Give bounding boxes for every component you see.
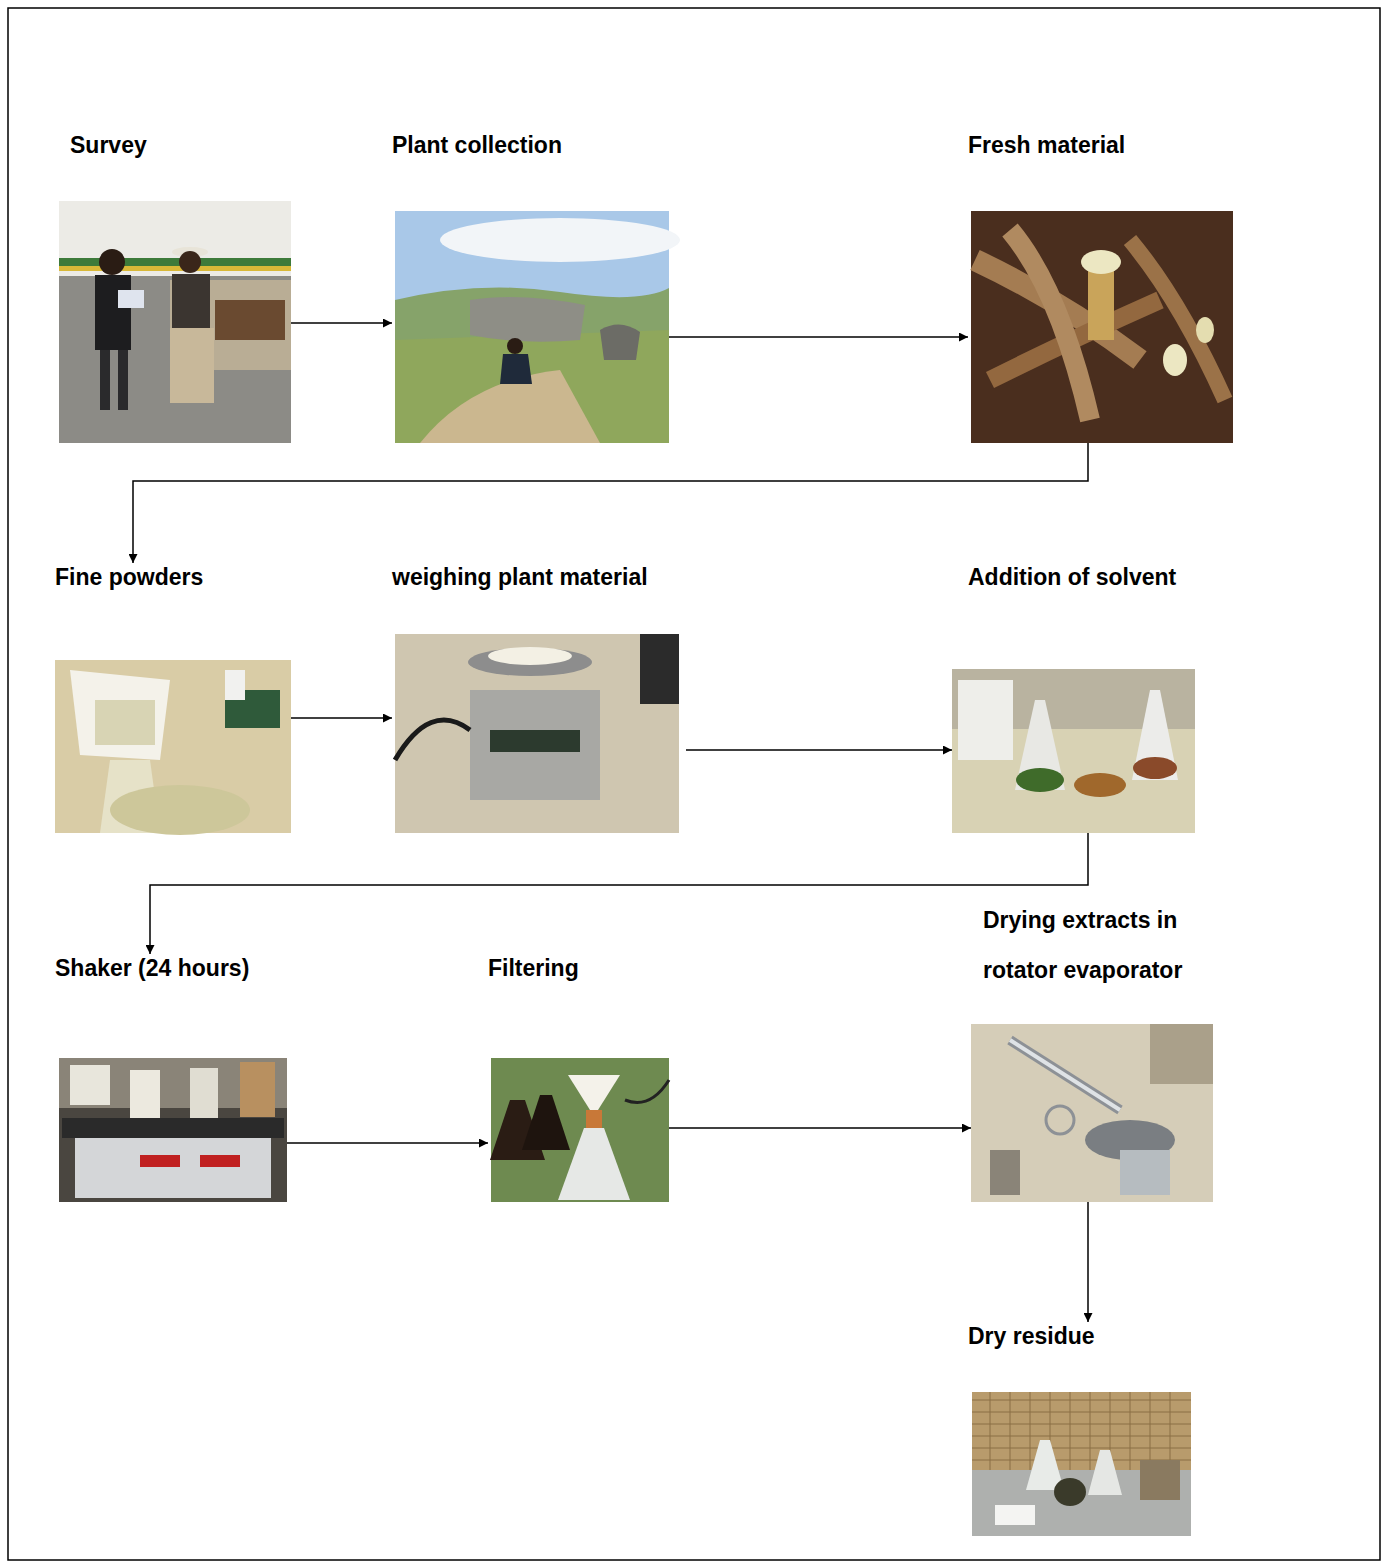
plant-collection-photo bbox=[395, 211, 680, 443]
solvent-flasks-photo bbox=[952, 669, 1195, 833]
flow-arrow bbox=[291, 322, 392, 324]
flow-arrow bbox=[133, 443, 1088, 563]
photo-step: Shaker (24 hours) bbox=[55, 954, 287, 1202]
filtering-photo bbox=[490, 1058, 669, 1202]
step-heading: Plant collection bbox=[392, 131, 669, 159]
step-heading: Addition of solvent bbox=[968, 563, 1195, 591]
photo-step: Survey bbox=[59, 131, 291, 443]
photo-step: Drying extracts in rotator evaporator bbox=[971, 895, 1213, 1202]
step-heading: Shaker (24 hours) bbox=[55, 954, 287, 982]
shaker-photo bbox=[59, 1058, 287, 1202]
outer-frame bbox=[8, 8, 1380, 1560]
step-heading: Fresh material bbox=[968, 131, 1233, 159]
flow-arrow bbox=[291, 717, 392, 719]
photo-step: Plant collection bbox=[392, 131, 669, 443]
photo-step: Fine powders bbox=[55, 563, 291, 833]
flow-arrow bbox=[669, 1127, 971, 1129]
step-heading: Dry residue bbox=[968, 1322, 1191, 1350]
dry-residue-photo bbox=[972, 1392, 1191, 1536]
step-heading: weighing plant material bbox=[392, 563, 686, 591]
flow-arrow bbox=[1087, 1202, 1089, 1322]
photo-step: Filtering bbox=[488, 954, 669, 1202]
flow-arrow bbox=[669, 336, 968, 338]
photo-step: Fresh material bbox=[968, 131, 1233, 443]
photo-step: Dry residue bbox=[968, 1322, 1191, 1536]
fine-powder-photo bbox=[55, 660, 291, 835]
balance-photo bbox=[395, 634, 679, 833]
step-heading: Filtering bbox=[488, 954, 669, 982]
photo-step: Addition of solvent bbox=[952, 563, 1195, 833]
flow-arrow bbox=[287, 1142, 488, 1144]
step-heading: Fine powders bbox=[55, 563, 291, 591]
flow-arrow bbox=[686, 749, 952, 751]
flow-arrow bbox=[150, 833, 1088, 954]
survey-photo bbox=[59, 201, 291, 443]
step-heading: Drying extracts in rotator evaporator bbox=[983, 895, 1213, 995]
step-heading: Survey bbox=[70, 131, 291, 159]
fresh-root-photo bbox=[971, 211, 1233, 443]
photo-step: weighing plant material bbox=[392, 563, 686, 833]
rotary-evaporator-photo bbox=[971, 1024, 1213, 1202]
